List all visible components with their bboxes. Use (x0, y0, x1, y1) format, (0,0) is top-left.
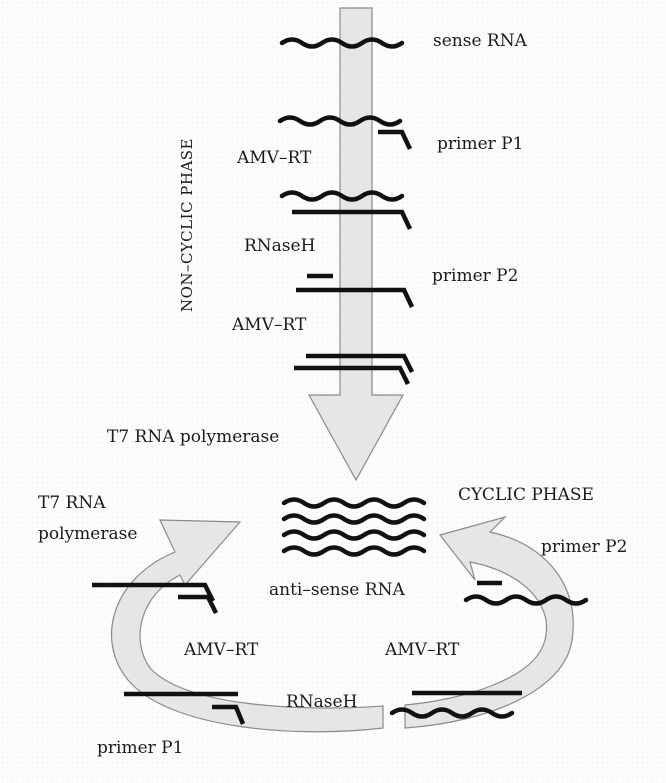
cyclic-dsdna-upper (92, 582, 216, 603)
dsdna-lower (294, 365, 411, 386)
cyclic-phase-label: CYCLIC PHASE (458, 485, 594, 505)
primer-p1-top (378, 129, 413, 150)
rnaseh-label-bottom: RNaseH (286, 692, 358, 712)
anti-sense-rna-4 (281, 545, 427, 557)
anti-sense-rna-label: anti–sense RNA (269, 580, 405, 600)
dsdna-upper (306, 353, 415, 374)
anti-sense-rna-1 (281, 497, 427, 509)
t7-rna-label-left: T7 RNA (38, 493, 106, 513)
primer-p2-label-top: primer P2 (432, 266, 519, 286)
cyclic-arrow-left (110, 519, 384, 733)
polymerase-label-left: polymerase (38, 524, 138, 544)
cyclic-rna-right (463, 594, 589, 606)
anti-sense-rna-2 (281, 513, 427, 525)
amv-rt-label-top-1: AMV–RT (237, 148, 312, 168)
anti-sense-rna-3 (281, 529, 427, 541)
hybrid-dna (292, 209, 413, 230)
single-dna-after-rnaseh (296, 287, 415, 308)
cyclic-arrow-right (404, 515, 574, 729)
primer-p1-label-top: primer P1 (437, 134, 524, 154)
sense-rna-label: sense RNA (433, 31, 527, 51)
cyclic-hybrid-rna (389, 707, 515, 719)
amv-rt-label-top-2: AMV–RT (232, 315, 307, 335)
t7-polymerase-label-mid: T7 RNA polymerase (107, 427, 280, 447)
amv-rt-label-right: AMV–RT (385, 640, 460, 660)
hybrid-rna (279, 190, 405, 202)
non-cyclic-arrow (307, 7, 405, 482)
primer-p1-label-bottom: primer P1 (97, 738, 184, 758)
rnaseh-label-top: RNaseH (244, 236, 316, 256)
rna-with-primer-p1 (277, 115, 403, 127)
non-cyclic-phase-label: NON–CYCLIC PHASE (178, 137, 196, 312)
amv-rt-label-left: AMV–RT (184, 640, 259, 660)
cyclic-dsdna-lower (178, 594, 219, 615)
sense-rna-strand (279, 37, 405, 49)
primer-p2-label-right: primer P2 (541, 537, 628, 557)
primer-p1-cyclic (212, 704, 246, 725)
